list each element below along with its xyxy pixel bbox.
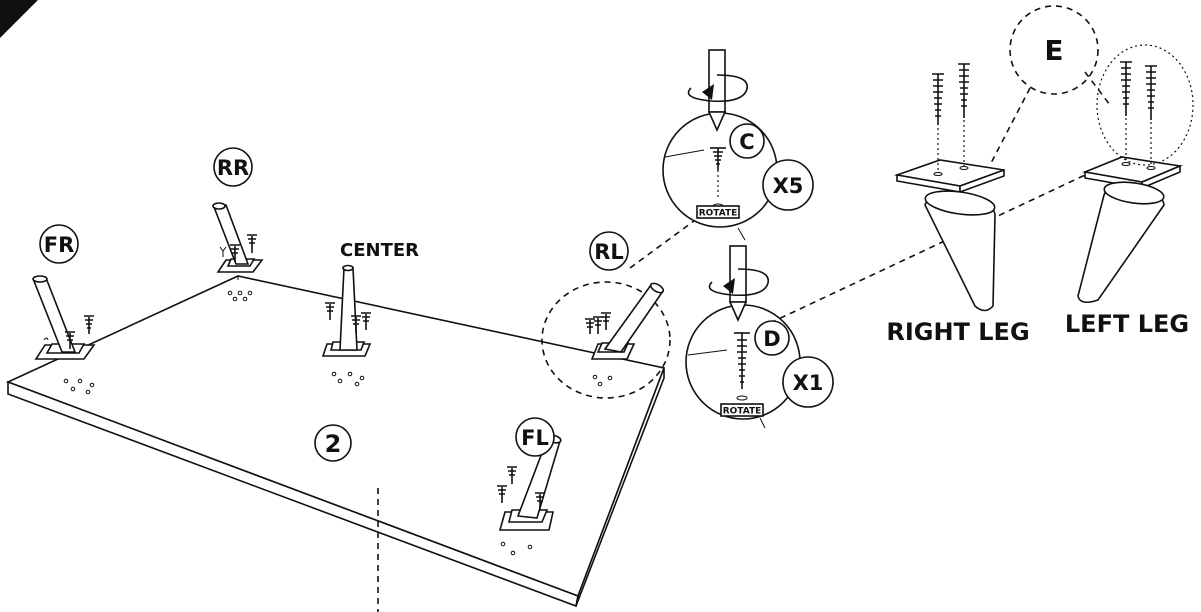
quantity-c-badge: X5: [762, 159, 814, 211]
part-d-text: D: [763, 327, 780, 351]
quantity-c-text: X5: [773, 174, 804, 198]
label-fl: FL: [515, 417, 555, 457]
left-leg-label: LEFT LEG: [1065, 310, 1189, 338]
part-c-badge: C: [729, 123, 765, 159]
right-leg-label: RIGHT LEG: [886, 318, 1029, 346]
part-d-badge: D: [754, 320, 790, 356]
corner-marker: [0, 0, 38, 38]
front-right-leg: [32, 275, 96, 360]
label-center: CENTER: [340, 240, 419, 261]
quantity-d-badge: X1: [782, 356, 834, 408]
label-fl-text: FL: [521, 426, 549, 450]
label-rl: RL: [589, 231, 629, 271]
rotate-c-text: ROTATE: [699, 209, 738, 219]
part-e-text: E: [1044, 34, 1063, 67]
quantity-d-text: X1: [793, 371, 824, 395]
right-leg-detail: [893, 63, 1005, 312]
left-leg-detail: [1077, 44, 1194, 304]
screw-d: [734, 332, 750, 389]
label-rr-text: RR: [217, 156, 249, 180]
rear-left-leg: [541, 281, 671, 399]
rotate-d-tag: ROTATE: [720, 403, 764, 417]
rotate-d-text: ROTATE: [723, 407, 762, 417]
part-c-text: C: [739, 130, 754, 154]
label-rr: RR: [213, 147, 253, 187]
front-left-leg: [497, 434, 562, 531]
label-rl-text: RL: [594, 240, 624, 264]
step-number-text: 2: [325, 430, 342, 458]
detail-c-callout: [629, 49, 778, 269]
label-fr-text: FR: [44, 233, 75, 257]
center-leg: [321, 264, 372, 357]
screw-c: [710, 147, 726, 170]
rotate-c-tag: ROTATE: [696, 205, 740, 219]
step-number: 2: [314, 424, 352, 462]
label-fr: FR: [39, 224, 79, 264]
rear-right-leg: [212, 202, 264, 273]
detail-e-callout: [989, 5, 1111, 166]
